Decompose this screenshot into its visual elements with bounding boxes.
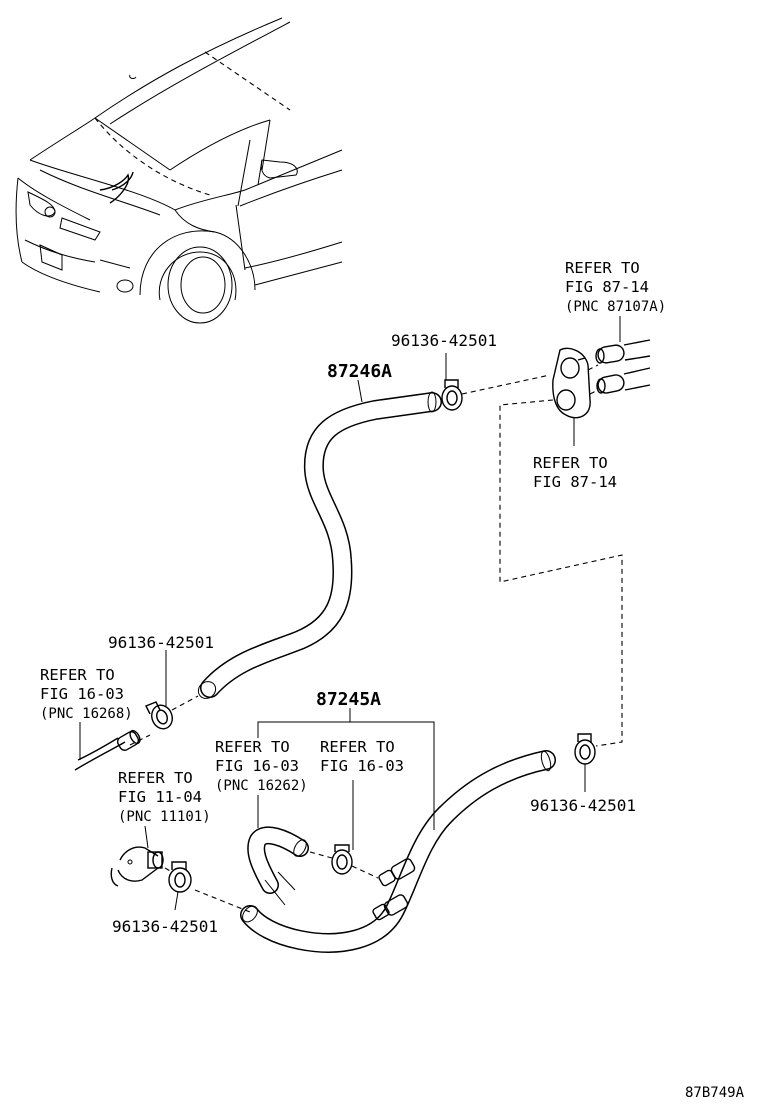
- washer-nozzle-grommet: [552, 339, 651, 419]
- part-label-87246a: 87246A: [327, 361, 392, 382]
- part-label-clamp-right: 96136-42501: [530, 796, 636, 815]
- ref-16-03-16262-line1: REFER TO: [215, 738, 290, 756]
- ref-11-04-line3: (PNC 11101): [118, 809, 211, 825]
- ref-11-04-line1: REFER TO: [118, 769, 193, 787]
- ref-87-14-pnc-line2: FIG 87-14: [565, 278, 649, 296]
- elbow-hose-fitting: [247, 826, 309, 906]
- hose-junction: [372, 858, 416, 921]
- leader-lines: [79, 316, 621, 911]
- part-label-87245a: 87245A: [316, 689, 381, 710]
- ref-16-03-plain-line2: FIG 16-03: [320, 757, 404, 775]
- ref-87-14-line1: REFER TO: [533, 454, 608, 472]
- ref-16-03-plain-line1: REFER TO: [320, 738, 395, 756]
- lower-hose-87245a: [240, 750, 556, 953]
- drawing-code: 87B749A: [685, 1085, 745, 1101]
- ref-16-03-16268-line1: REFER TO: [40, 666, 115, 684]
- ref-87-14-pnc-line3: (PNC 87107A): [565, 299, 666, 315]
- ref-16-03-16268-line3: (PNC 16268): [40, 706, 133, 722]
- clamp-right: [574, 733, 596, 765]
- part-label-clamp-left: 96136-42501: [108, 633, 214, 652]
- ref-11-04-line2: FIG 11-04: [118, 788, 202, 806]
- vehicle-illustration: [15, 17, 343, 324]
- ref-16-03-16262-line3: (PNC 16262): [215, 778, 308, 794]
- left-pipe-connector: [74, 729, 141, 771]
- ref-87-14-line2: FIG 87-14: [533, 473, 617, 491]
- upper-hose-87246a: [197, 391, 442, 699]
- assembly-guide-lines: [129, 374, 623, 913]
- part-label-clamp-bottom: 96136-42501: [112, 917, 218, 936]
- clamp-middle: [331, 844, 353, 875]
- ref-16-03-16262-line2: FIG 16-03: [215, 757, 299, 775]
- ref-16-03-16268-line2: FIG 16-03: [40, 685, 124, 703]
- washer-tank-fitting: [110, 846, 164, 887]
- part-label-clamp-top: 96136-42501: [391, 331, 497, 350]
- clamp-bottom: [168, 861, 192, 893]
- clamp-left: [145, 701, 173, 730]
- labels: 87246A 87245A 96136-42501 96136-42501 96…: [40, 259, 745, 1101]
- clamp-top: [441, 379, 463, 411]
- ref-87-14-pnc-line1: REFER TO: [565, 259, 640, 277]
